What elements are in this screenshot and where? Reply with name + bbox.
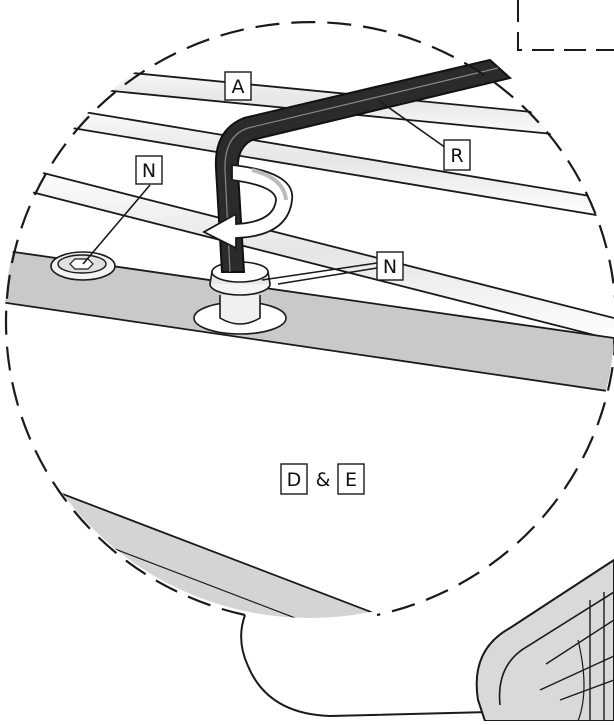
callout-a: A	[224, 71, 252, 101]
callout-n-right-label: N	[383, 256, 397, 278]
callout-e-label: E	[345, 469, 357, 491]
callout-ampersand: &	[316, 469, 331, 491]
rail-upper	[5, 248, 614, 394]
rod-lower	[5, 161, 614, 341]
leader-r	[377, 99, 447, 149]
dashed-frame-corner	[517, 0, 614, 51]
callout-r-label: R	[450, 145, 463, 167]
callout-n-left-label: N	[142, 160, 156, 182]
callout-d-e: D & E	[280, 463, 365, 495]
hex-socket-screw-icon	[50, 251, 116, 281]
leader-n-right-2	[277, 267, 378, 285]
hex-key	[214, 58, 513, 273]
callout-n-right: N	[376, 251, 404, 281]
detail-circle	[4, 21, 614, 617]
callout-n-left: N	[135, 155, 163, 185]
basket-corner	[475, 558, 614, 722]
detail-tail	[240, 614, 491, 718]
callout-d-label: D	[287, 469, 302, 491]
leader-n-left	[82, 184, 151, 265]
rod-a	[5, 97, 614, 219]
callout-a-label: A	[232, 76, 245, 98]
leader-n-right-1	[261, 262, 378, 281]
callout-r: R	[443, 139, 471, 171]
counterclockwise-arrow-icon	[202, 163, 294, 250]
leader-lines	[82, 99, 447, 285]
screw-right	[193, 261, 287, 335]
